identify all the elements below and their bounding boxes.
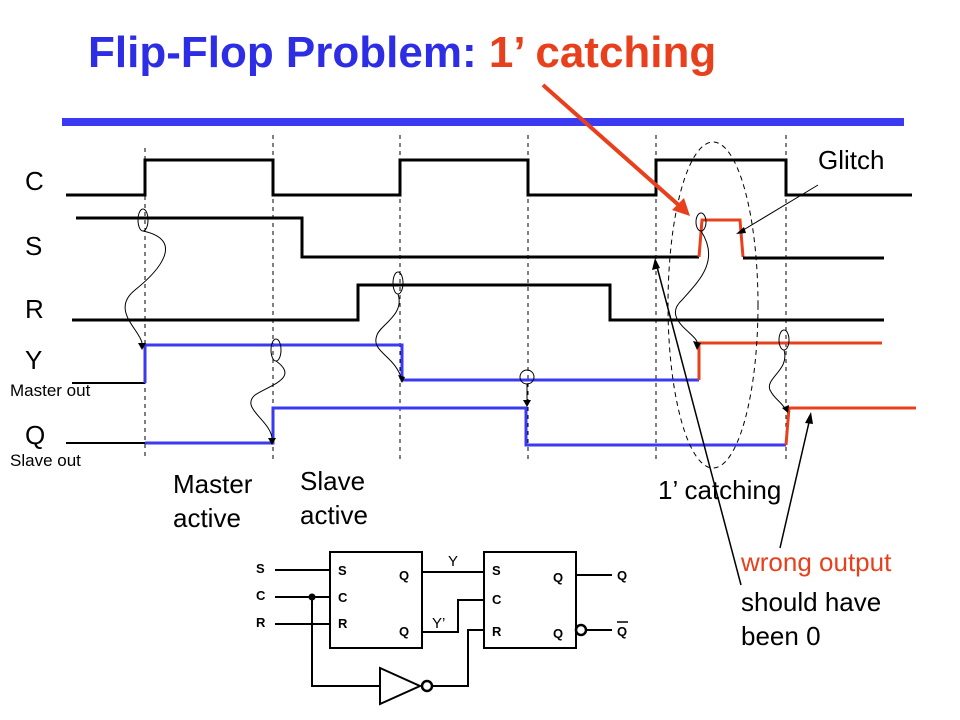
waveform-q-error: [784, 406, 916, 446]
circuit-input-s: S: [256, 561, 265, 576]
signal-label-q: Q: [25, 420, 46, 450]
master-pin-s: S: [338, 563, 347, 578]
circuit-input-r: R: [256, 615, 266, 630]
waveform-q: [145, 406, 786, 447]
causality-arrowheads: [138, 341, 789, 445]
should-have-been-label: should have been 0: [741, 587, 882, 651]
master-pin-c: C: [338, 590, 348, 605]
signal-label-y: Y: [25, 345, 43, 375]
slave-out-label: Slave out: [10, 451, 81, 470]
slave-pin-c: C: [492, 592, 502, 607]
waveform-r: [72, 283, 884, 322]
signal-label-r: R: [25, 294, 44, 324]
wire-label-y: Y: [448, 553, 459, 570]
slave-pin-qbar: Q: [553, 626, 564, 641]
circuit-diagram: [275, 551, 628, 706]
master-pin-r: R: [338, 616, 348, 631]
master-active-label: Master active: [173, 469, 253, 533]
catching-pointer: [655, 262, 742, 586]
waveform-y-error: [697, 341, 882, 380]
title-pointer-arrowhead: [672, 198, 690, 216]
waveform-s: [76, 216, 699, 259]
slide-title: Flip-Flop Problem: 1’ catching: [88, 28, 716, 78]
signal-label-s: S: [25, 231, 43, 261]
title-main: Flip-Flop Problem:: [88, 28, 489, 77]
edge-markers: [137, 208, 790, 385]
clock-junction: [308, 593, 316, 601]
slave-pin-q: Q: [553, 570, 564, 585]
glitch-label: Glitch: [818, 145, 885, 175]
inverter-bubble: [420, 679, 434, 693]
wrong-output-pointer: [779, 417, 811, 549]
causality-curves: [124, 230, 787, 439]
title-pointer-arrow: [541, 83, 684, 210]
circuit-output-q: Q: [617, 568, 628, 583]
waveform-c: [66, 158, 912, 197]
glitch-pointer: [739, 184, 819, 233]
slave-active-label: Slave active: [300, 466, 368, 530]
title-accent: 1’ catching: [488, 28, 717, 77]
slave-pin-s: S: [492, 563, 501, 578]
slave-pin-r: R: [492, 624, 502, 639]
circuit-input-c: C: [256, 588, 266, 603]
qbar-bubble: [574, 623, 588, 637]
master-out-label: Master out: [10, 381, 91, 400]
waveform-y: [143, 343, 699, 383]
inverter-gate: [379, 666, 423, 706]
wrong-output-label: wrong output: [741, 547, 892, 577]
wire-label-yprime: Y’: [432, 615, 446, 632]
waveform-s-glitch: [697, 218, 745, 258]
master-pin-qbar: Q: [399, 624, 410, 639]
clock-edge-guides: [144, 135, 787, 460]
one-catching-label: 1’ catching: [658, 475, 782, 505]
master-latch: [329, 551, 423, 649]
master-pin-q: Q: [399, 568, 410, 583]
signal-label-c: C: [25, 166, 44, 196]
catching-highlight: [667, 141, 759, 469]
title-underline: [62, 118, 904, 126]
circuit-output-qbar: Q: [617, 624, 628, 639]
